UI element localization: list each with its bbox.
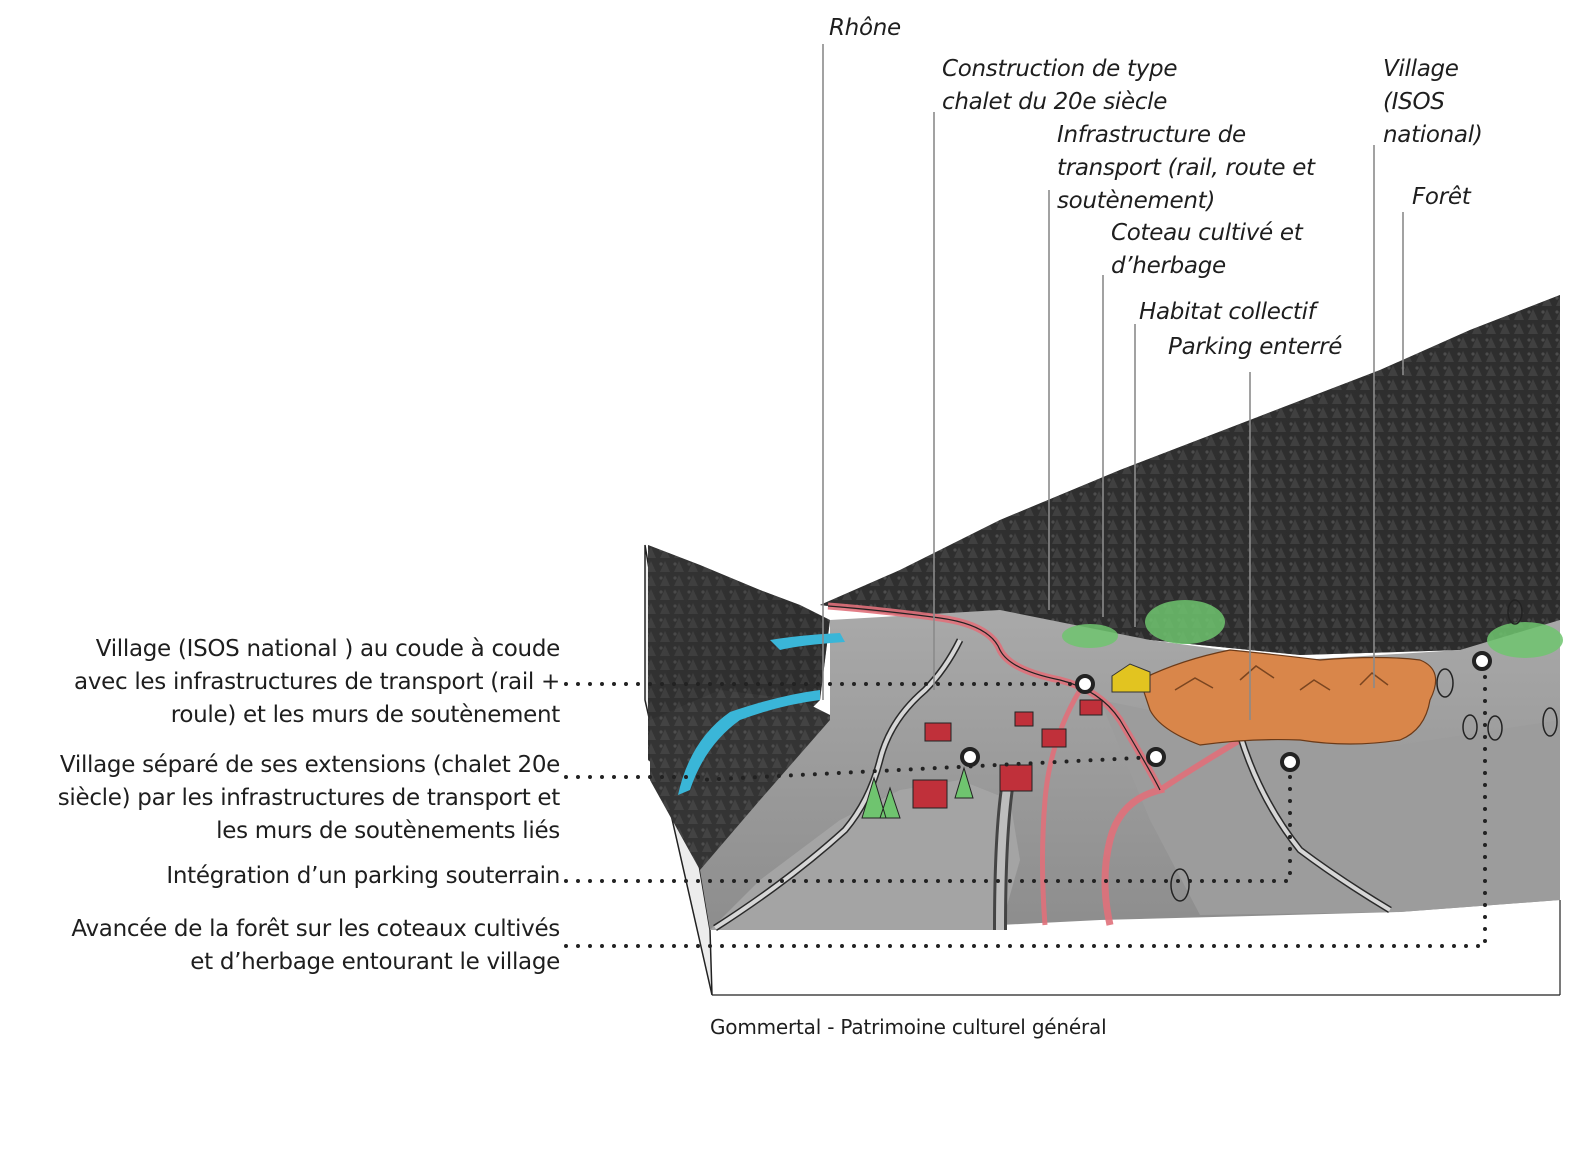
dotted-callouts <box>564 659 1487 948</box>
chalets <box>912 699 1103 809</box>
village-isos <box>1139 649 1437 746</box>
label-coteau: Coteau cultivé et d’herbage <box>1111 220 1303 279</box>
label-foret: Forêt <box>1412 184 1471 210</box>
marker-parking <box>1280 752 1300 772</box>
label-parking-souterrain: Intégration d’un parking souterrain <box>166 863 560 889</box>
top-leader-lines <box>822 44 1404 720</box>
label-avancee-foret: Avancée de la forêt sur les coteaux cult… <box>71 916 560 975</box>
label-chalet-20e: Construction de type chalet du 20e siècl… <box>942 56 1178 115</box>
label-village-coude-a-coude: Village (ISOS national ) au coude à coud… <box>74 636 560 728</box>
habitat-collectif <box>1111 663 1151 693</box>
label-habitat-collectif: Habitat collectif <box>1139 299 1316 325</box>
sketch-trees <box>1170 599 1558 902</box>
label-village-isos: Village (ISOS national) <box>1383 56 1483 148</box>
marker-forest-advance <box>1472 651 1492 671</box>
callout-markers <box>960 651 1492 772</box>
label-village-separe: Village séparé de ses extensions (chalet… <box>57 752 561 844</box>
marker-transport-node <box>1146 747 1166 767</box>
figure-caption: Gommertal - Patrimoine culturel général <box>710 1015 1107 1039</box>
marker-village-transport <box>1075 674 1095 694</box>
forest-advance <box>861 600 1563 819</box>
label-parking-enterre: Parking enterré <box>1168 334 1343 360</box>
river-rhone <box>678 633 845 795</box>
label-transport-infrastructure: Infrastructure de transport (rail, route… <box>1057 122 1315 214</box>
mountain-forest <box>820 295 1560 655</box>
marker-chalet-separation <box>960 747 980 767</box>
label-rhone: Rhône <box>829 15 901 41</box>
local-roads <box>713 638 1392 931</box>
